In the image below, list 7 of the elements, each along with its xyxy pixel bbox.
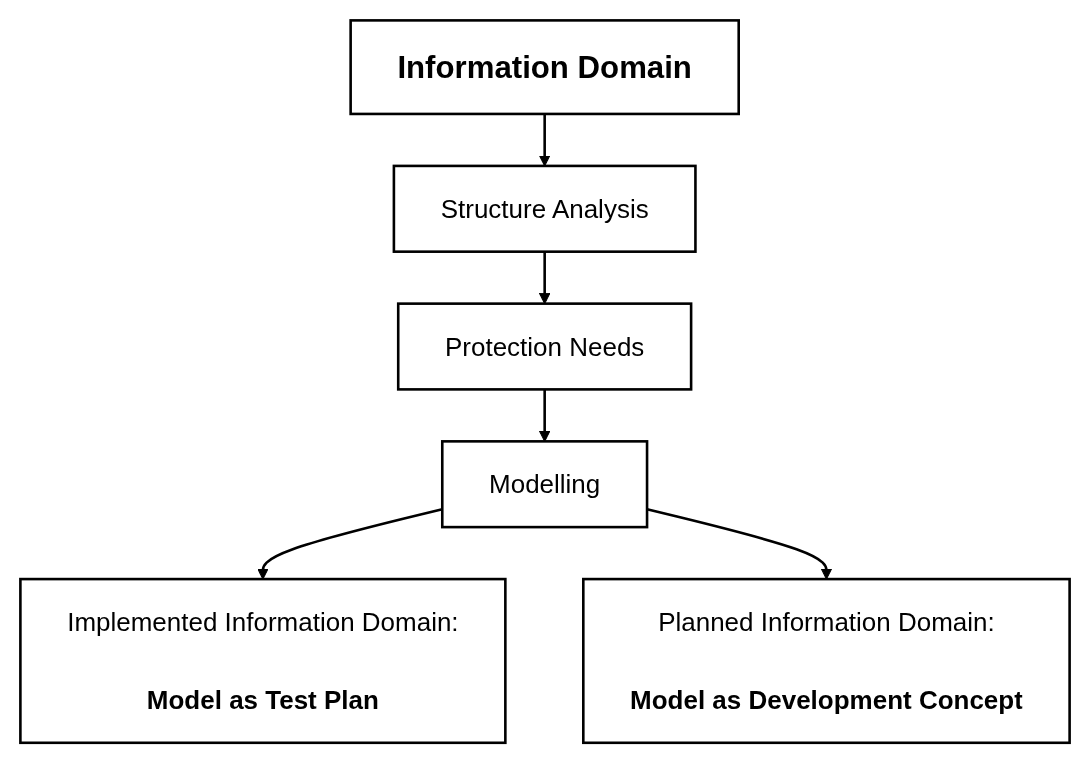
node-box: Structure Analysis bbox=[392, 164, 697, 253]
node-box: Planned Information Domain: Model as Development Concept bbox=[582, 577, 1071, 744]
node-box: Information Domain bbox=[349, 19, 740, 116]
node-box: Protection Needs bbox=[396, 302, 693, 391]
node-box: Modelling bbox=[440, 439, 649, 529]
node-box: Implemented Information Domain: Model as Test Plan bbox=[19, 577, 507, 744]
arrow bbox=[538, 389, 551, 442]
